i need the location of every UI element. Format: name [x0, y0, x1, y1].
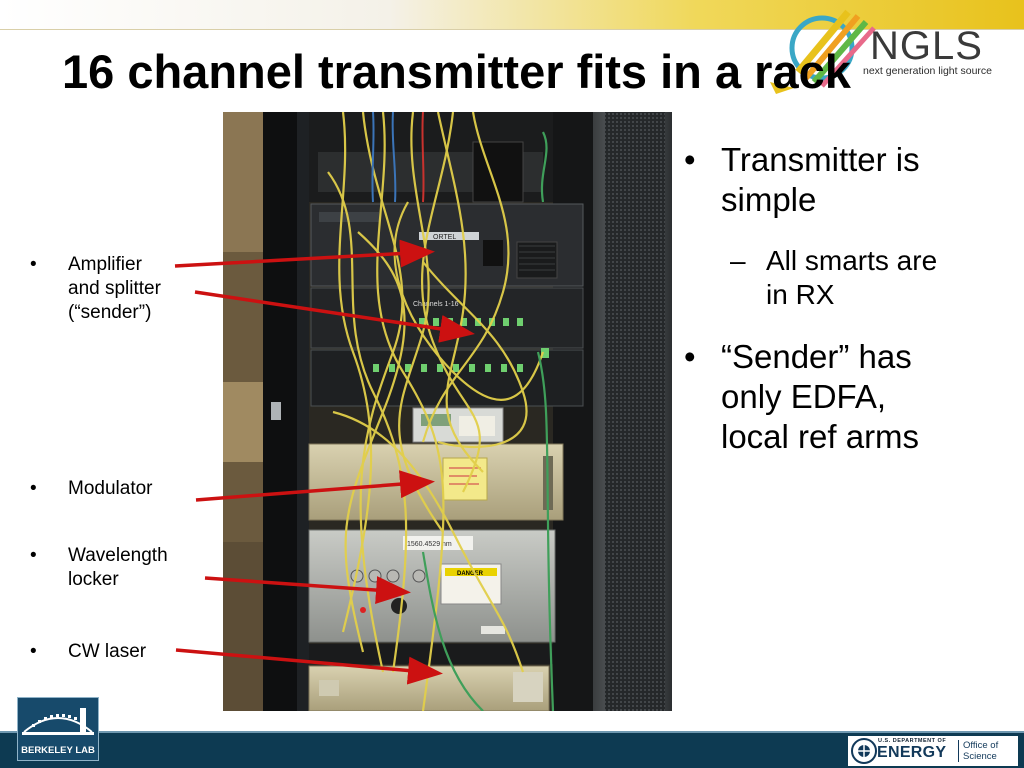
- wavelength-note: 1560.4529 nm: [407, 541, 452, 548]
- doe-office-of-science-logo: U.S. DEPARTMENT OF ENERGY Office of Scie…: [848, 736, 1018, 766]
- berkeley-lab-logo: BERKELEY LAB: [17, 697, 99, 761]
- bullet-marker: •: [684, 141, 696, 178]
- footer-divider: [0, 731, 1024, 733]
- berkeley-building-icon: [22, 708, 94, 735]
- bullet-marker: •: [30, 478, 37, 499]
- subbullet-smarts-in-rx-text: All smarts are in RX: [766, 245, 938, 310]
- ngls-wordmark: NGLS: [870, 24, 983, 68]
- rack-photo: ORTEL Channels 1-16: [223, 112, 672, 711]
- bullet-marker: •: [30, 641, 37, 662]
- doe-divider: [958, 740, 959, 762]
- callout-amplifier-text: Amplifier and splitter (“sender”): [68, 254, 161, 323]
- bullet-sender-edfa-text: “Sender” has only EDFA, local ref arms: [721, 338, 920, 455]
- top-band-divider: [0, 29, 1024, 30]
- doe-small-text: U.S. DEPARTMENT OF: [878, 738, 947, 744]
- bullet-marker: •: [30, 254, 37, 275]
- channels-label: Channels 1-16: [413, 301, 459, 308]
- bullet-marker: •: [684, 338, 696, 375]
- danger-label: DANGER: [457, 571, 484, 577]
- callout-wavelength-locker-text: Wavelength locker: [68, 545, 168, 590]
- callout-modulator-text: Modulator: [68, 478, 153, 499]
- doe-office-text: Office of Science: [963, 740, 999, 762]
- callout-cw-laser-text: CW laser: [68, 641, 147, 662]
- berkeley-lab-text: BERKELEY LAB: [21, 745, 95, 756]
- ortel-label: ORTEL: [433, 234, 456, 241]
- ngls-tagline: next generation light source: [863, 65, 992, 77]
- slide-title: 16 channel transmitter fits in a rack: [62, 45, 851, 98]
- bullet-marker: •: [30, 545, 37, 566]
- bullet-transmitter-simple-text: Transmitter is simple: [721, 141, 920, 218]
- subbullet-marker: –: [730, 245, 746, 276]
- ngls-swoosh-icon: [770, 9, 876, 94]
- doe-energy-text: ENERGY: [877, 744, 947, 761]
- left-callout-list: • Amplifier and splitter (“sender”) • Mo…: [0, 0, 223, 768]
- ngls-logo: NGLS next generation light source: [770, 2, 1010, 96]
- doe-seal-icon: [851, 738, 877, 764]
